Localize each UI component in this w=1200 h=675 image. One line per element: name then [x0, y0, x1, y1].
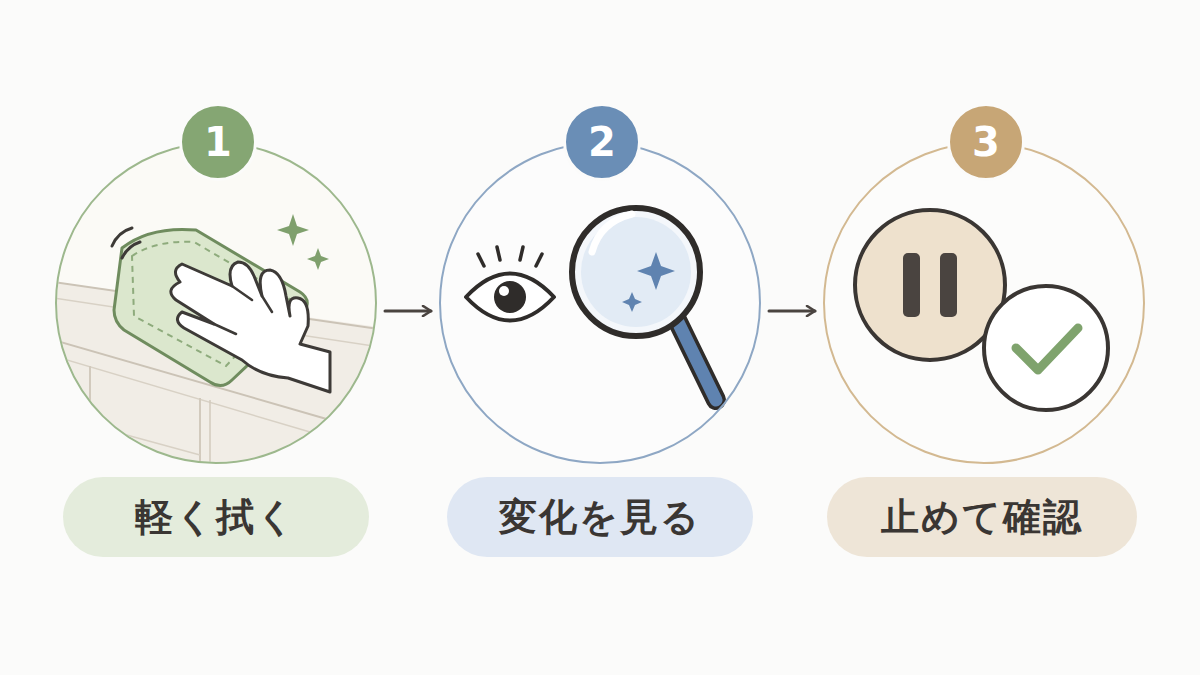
step-label: 変化を見る	[499, 492, 701, 543]
step-label-pill: 変化を見る	[447, 477, 753, 557]
step-label: 止めて確認	[881, 492, 1083, 543]
eye	[466, 247, 554, 321]
step-label: 軽く拭く	[135, 492, 297, 543]
step-number: 2	[563, 103, 641, 181]
pause-symbol	[855, 210, 1005, 360]
magnifier	[572, 208, 716, 400]
circle-ground	[440, 143, 760, 463]
circle-ground	[824, 143, 1144, 463]
step-circle: 1	[55, 142, 377, 464]
step-label-pill: 軽く拭く	[63, 477, 369, 557]
sparkles	[277, 214, 329, 270]
step-number: 3	[947, 103, 1025, 181]
check-symbol	[984, 286, 1108, 410]
flow-arrow	[769, 310, 815, 313]
flow-arrow	[385, 310, 431, 313]
step-label-pill: 止めて確認	[827, 477, 1137, 557]
hand	[171, 262, 330, 392]
step-circle: 3	[823, 142, 1145, 464]
step-number: 1	[179, 103, 257, 181]
step-circle: 2	[439, 142, 761, 464]
motion-lines	[112, 228, 140, 258]
